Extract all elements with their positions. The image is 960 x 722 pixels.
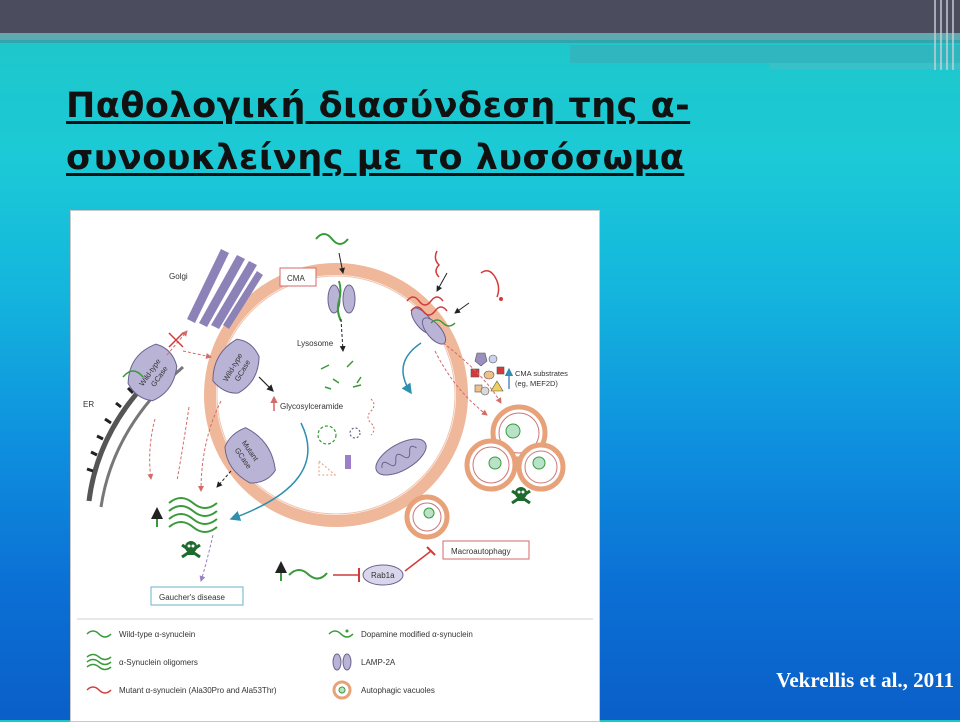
- legend-lamp2a-label: LAMP-2A: [361, 658, 396, 667]
- lamp2a-right-complex: [406, 296, 456, 345]
- slide-title-line-2: συνουκλείνης με το λυσόσωμα: [66, 138, 685, 178]
- slide-title: Παθολογική διασύνδεση της α- συνουκλείνη…: [66, 80, 786, 184]
- decorative-lines: [930, 0, 960, 70]
- golgi-apparatus: [187, 249, 263, 329]
- pathway-diagram: Lysosome CMA: [77, 233, 593, 700]
- lysosome-label: Lysosome: [297, 339, 334, 348]
- wildtype-gcase-left: Wild-type GCase: [127, 343, 178, 402]
- decorative-band-2: [770, 63, 960, 69]
- top-stripe-2: [0, 40, 960, 43]
- top-stripe: [0, 33, 960, 40]
- citation: Vekrellis et al., 2011: [776, 668, 954, 692]
- cma-box: [279, 267, 317, 287]
- toxicity-skull-icon-left: [181, 541, 201, 559]
- synuclein-oligomers: [168, 497, 218, 533]
- macroautophagy-label: Macroautophagy: [451, 547, 511, 556]
- gauchers-disease-box: [150, 586, 244, 606]
- legend-wildtype-icon: [86, 630, 112, 638]
- legend-oligomers-label: α-Synuclein oligomers: [119, 658, 198, 667]
- golgi-label: Golgi: [169, 272, 188, 281]
- wildtype-gcase-center: Wild-type GCase: [212, 338, 260, 394]
- lysosome-content-1: [317, 425, 337, 445]
- legend-mutant-label: Mutant α-synuclein (Ala30Pro and Ala53Th…: [119, 686, 277, 695]
- cma-substrates-label: CMA substrates: [515, 369, 568, 378]
- rab1a-label: Rab1a: [371, 571, 395, 580]
- cma-label: CMA: [287, 274, 305, 283]
- slide-title-line-1: Παθολογική διασύνδεση της α-: [66, 86, 691, 126]
- mutant-synuclein-top: [434, 250, 441, 278]
- er-label: ER: [83, 400, 94, 409]
- glycosylceramide-label: Glycosylceramide: [280, 402, 344, 411]
- autophagic-vacuole-cluster: [464, 404, 566, 492]
- cma-substrates: [470, 352, 505, 396]
- mitochondrion: [375, 438, 427, 476]
- wildtype-synuclein-top: [315, 233, 349, 245]
- top-bar: [0, 0, 960, 33]
- lysosome-membrane: [204, 263, 468, 527]
- legend-vacuole-label: Autophagic vacuoles: [361, 686, 435, 695]
- macroautophagy-box: [442, 540, 530, 560]
- legend-dopamine-label: Dopamine modified α-synuclein: [361, 630, 473, 639]
- gauchers-disease-label: Gaucher's disease: [159, 593, 226, 602]
- decorative-band: [570, 45, 960, 63]
- cma-substrates-example: (eg, MEF2D): [515, 379, 558, 388]
- legend-vacuole-icon: [332, 680, 352, 700]
- pathway-figure: Lysosome CMA: [70, 210, 600, 722]
- wildtype-synuclein-rab1a: [288, 569, 328, 580]
- toxicity-skull-icon: [511, 487, 531, 505]
- rab1a-node: [362, 564, 404, 586]
- lamp2a-top-2: [342, 284, 356, 314]
- legend-dopamine-icon: [328, 630, 354, 638]
- legend-lamp2a-icon: [332, 653, 352, 671]
- mutant-gcase: Mutant GCase: [224, 427, 276, 484]
- legend-oligomers-icon: [86, 653, 112, 671]
- legend-wildtype-label: Wild-type α-synuclein: [119, 630, 195, 639]
- legend-mutant-icon: [86, 686, 112, 694]
